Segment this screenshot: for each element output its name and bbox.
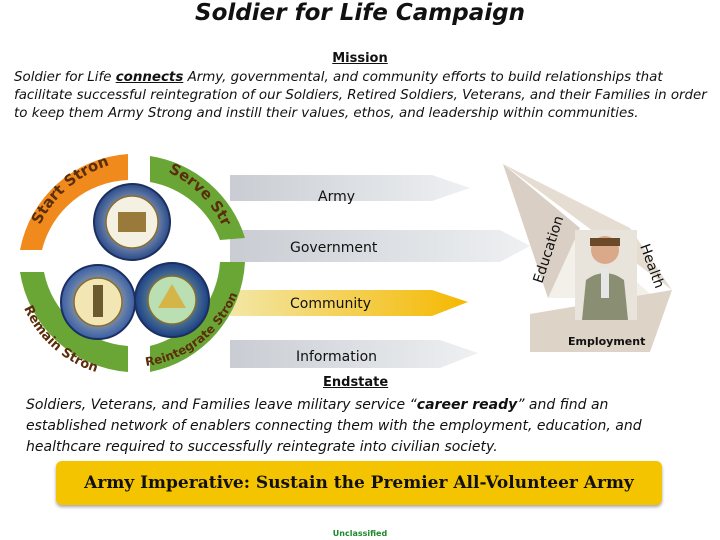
endstate-text: Soldiers, Veterans, and Families leave m… [26, 395, 686, 458]
classification-label: Unclassified [332, 529, 388, 538]
page-title: Soldier for Life Campaign [195, 0, 525, 26]
army-imperative-banner: Army Imperative: Sustain the Premier All… [56, 461, 662, 505]
soldier-photo-icon [575, 230, 637, 320]
endstate-heading: Endstate [323, 375, 389, 390]
army-reserve-seal-icon [134, 262, 210, 338]
mission-text-emph: connects [115, 70, 184, 85]
triangle-employment-label: Employment [568, 335, 645, 348]
arrow-army-label: Army [318, 189, 355, 205]
mission-heading: Mission [332, 51, 388, 66]
mission-text-pre: Soldier for Life [14, 70, 116, 85]
cycle-reintegrate-segment [150, 262, 245, 372]
cycle-start-segment [20, 154, 128, 250]
arrow-information [230, 340, 478, 368]
campaign-diagram: Start Strong Serve Strong Remain Strong … [0, 150, 672, 375]
endstate-text-pre: Soldiers, Veterans, and Families leave m… [26, 397, 417, 413]
arrow-community [230, 290, 468, 316]
department-of-the-army-seal-icon [93, 183, 171, 261]
cycle-serve-segment [150, 156, 245, 240]
army-national-guard-seal-icon [60, 264, 136, 340]
arrow-community-label: Community [290, 296, 371, 312]
arrow-government-label: Government [290, 240, 378, 256]
arrow-army [230, 175, 470, 201]
mission-text: Soldier for Life connects Army, governme… [14, 69, 708, 123]
endstate-text-post: ” and find an established network of ena… [26, 397, 642, 455]
triangle-education-panel [503, 164, 580, 298]
arrow-government [230, 230, 530, 262]
endstate-text-emph: career ready [416, 397, 518, 413]
cycle-remain-segment [20, 272, 128, 372]
mission-text-post: Army, governmental, and community effort… [14, 70, 707, 121]
arrow-information-label: Information [296, 349, 377, 365]
